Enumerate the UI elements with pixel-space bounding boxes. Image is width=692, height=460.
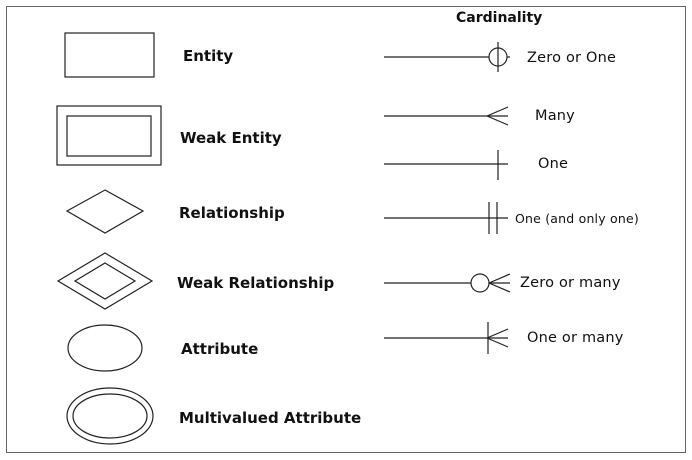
zero-or-many-label: Zero or many xyxy=(520,275,621,291)
entity-label: Entity xyxy=(183,47,234,65)
weak-relationship-shape xyxy=(56,252,154,310)
weak-entity-shape xyxy=(56,105,162,166)
multivalued-attribute-shape xyxy=(66,387,154,445)
one-symbol xyxy=(384,150,508,180)
many-label: Many xyxy=(535,108,575,124)
attribute-shape xyxy=(67,324,143,372)
relationship-shape xyxy=(65,189,145,234)
one-label: One xyxy=(538,156,569,172)
diagram-frame xyxy=(6,6,686,453)
weak-entity-label: Weak Entity xyxy=(180,129,282,147)
zero-or-many-symbol xyxy=(384,273,511,293)
cardinality-heading: Cardinality xyxy=(456,10,543,26)
one-and-only-one-symbol xyxy=(384,202,508,234)
one-or-many-label: One or many xyxy=(527,330,624,346)
weak-relationship-label: Weak Relationship xyxy=(177,274,335,292)
one-and-only-one-label: One (and only one) xyxy=(515,211,639,226)
one-or-many-symbol xyxy=(384,322,509,354)
zero-or-one-label: Zero or One xyxy=(527,50,617,66)
attribute-label: Attribute xyxy=(181,340,259,358)
zero-or-one-symbol xyxy=(384,42,510,72)
multivalued-attribute-label: Multivalued Attribute xyxy=(179,409,362,427)
many-symbol xyxy=(384,106,509,126)
relationship-label: Relationship xyxy=(179,204,285,222)
entity-shape xyxy=(64,32,155,78)
